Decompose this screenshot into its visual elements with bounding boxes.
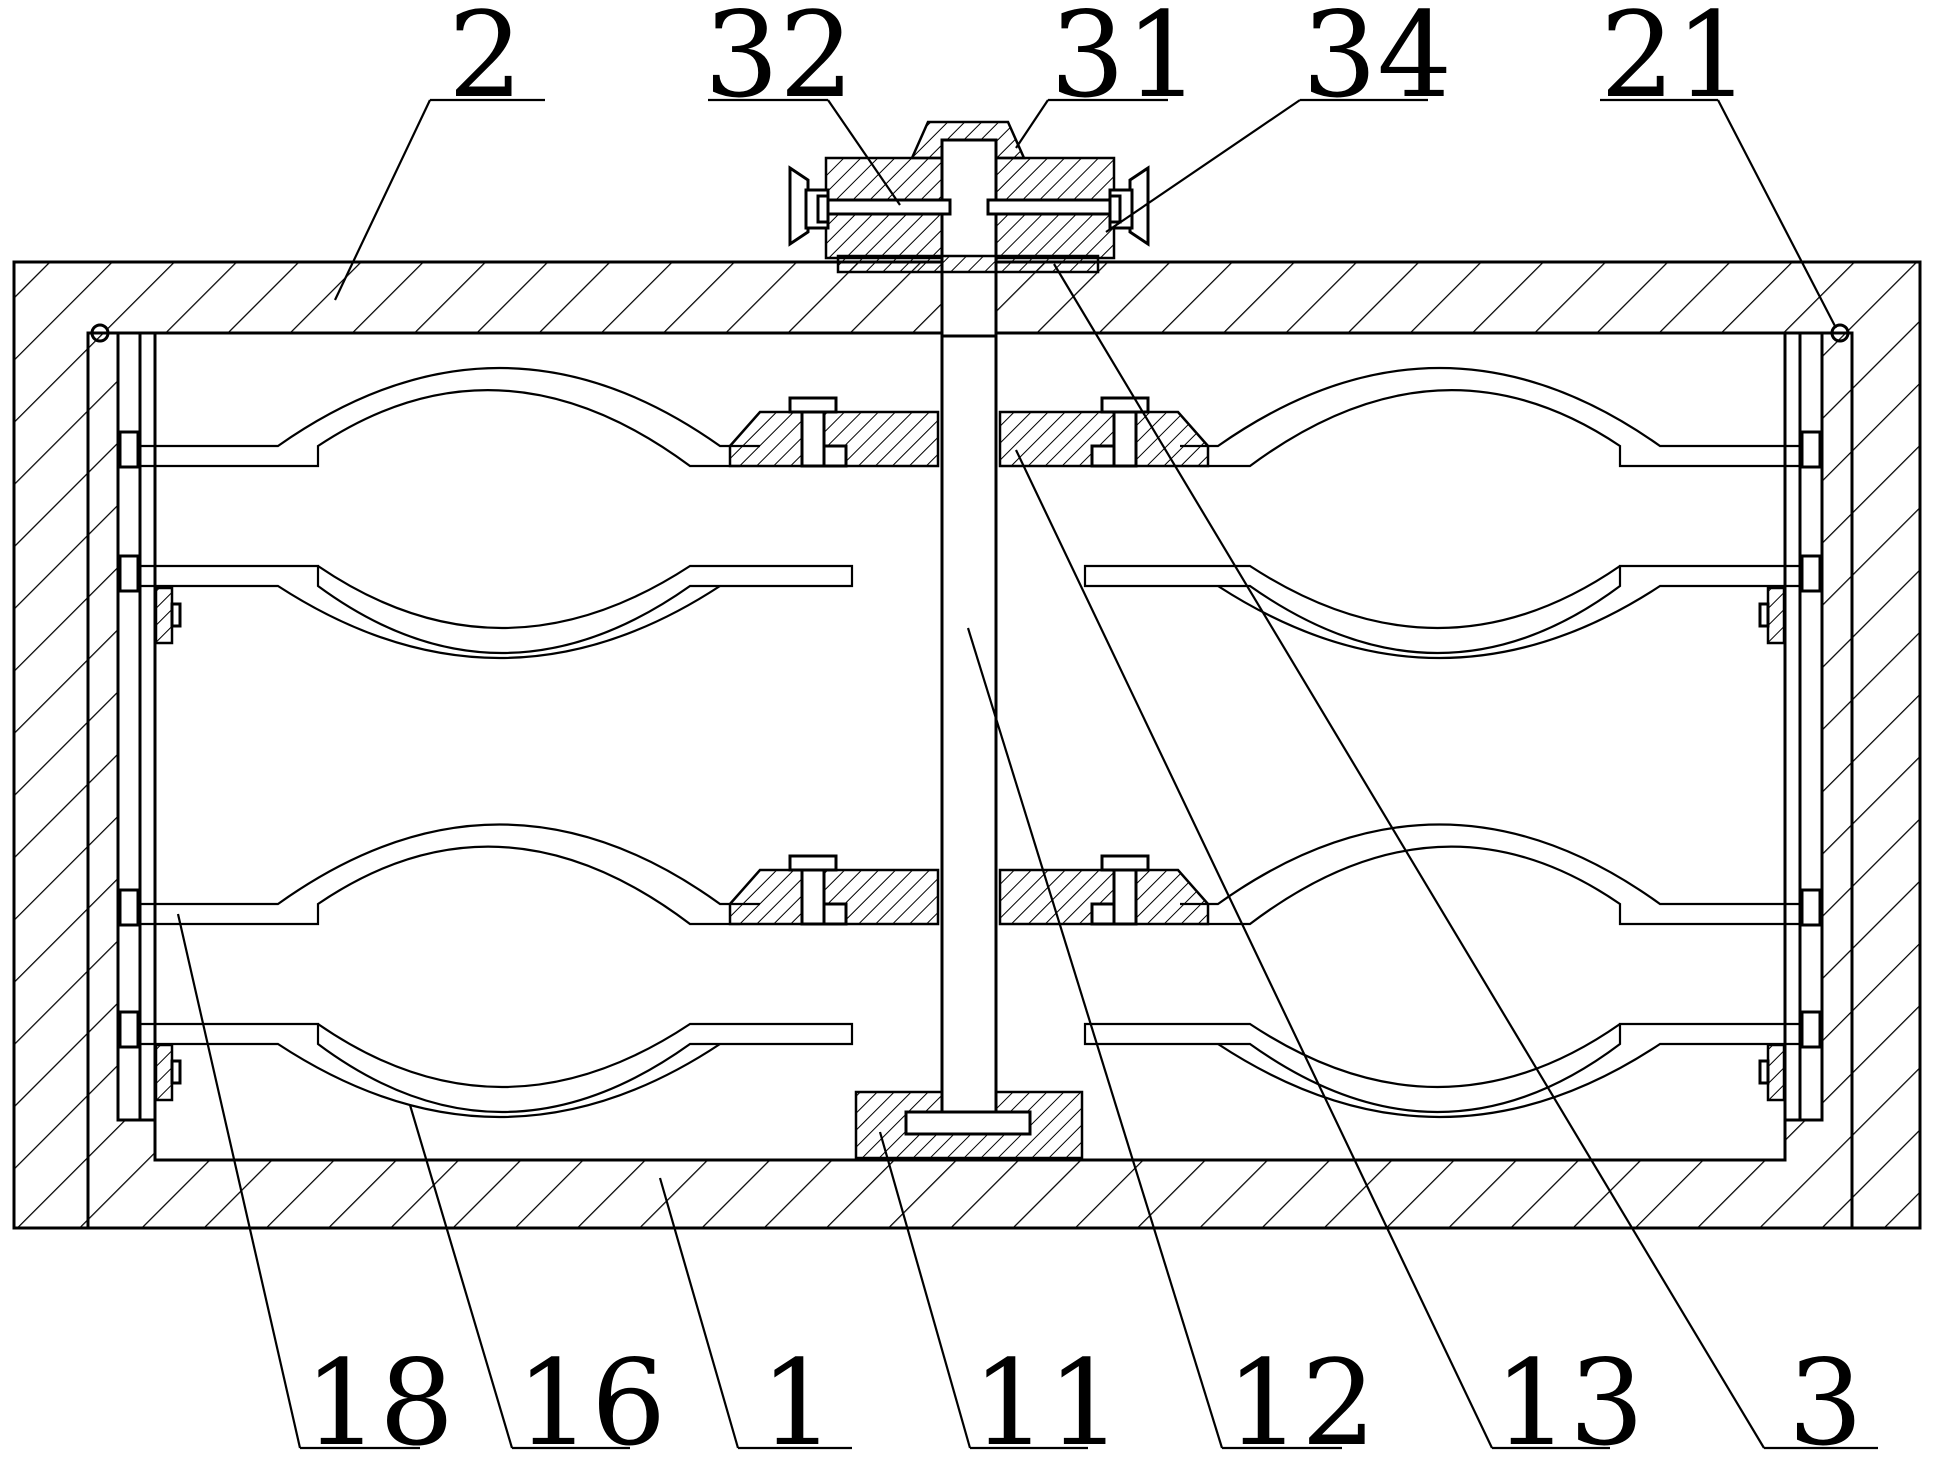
- label-3: 3: [1788, 1334, 1863, 1464]
- label-12: 12: [1226, 1334, 1376, 1464]
- label-32: 32: [704, 0, 854, 124]
- top-knob-assembly: [788, 120, 1150, 338]
- label-18: 18: [304, 1334, 454, 1464]
- label-11: 11: [972, 1334, 1122, 1464]
- label-1: 1: [760, 1334, 835, 1464]
- label-31: 31: [1050, 0, 1200, 124]
- label-21: 21: [1600, 0, 1750, 124]
- leader-lines: [176, 98, 1878, 1450]
- label-2: 2: [448, 0, 523, 124]
- label-34: 34: [1302, 0, 1452, 124]
- cradle-arms: [140, 367, 1800, 1118]
- label-13: 13: [1494, 1334, 1644, 1464]
- label-16: 16: [516, 1334, 666, 1464]
- reference-numerals: 2 32 31 34 21 18 16 1 11 12 13 3: [304, 0, 1863, 1464]
- clamp-blocks: [728, 396, 1210, 926]
